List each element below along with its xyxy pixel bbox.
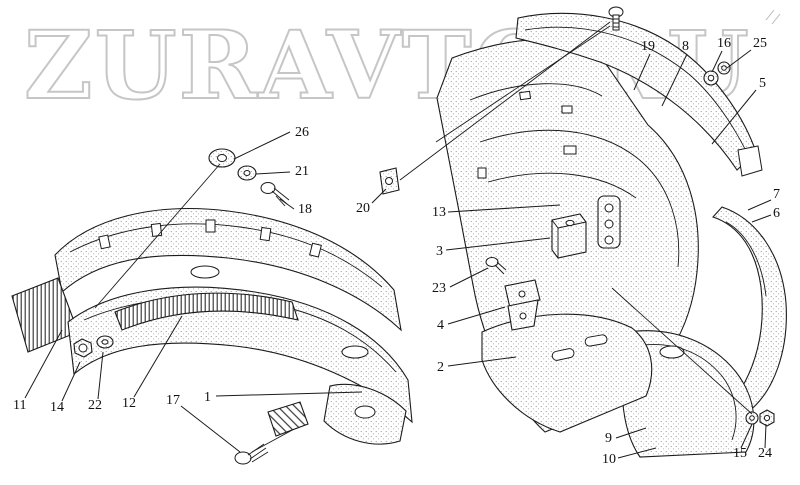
callout-label-10: 10 (602, 452, 616, 467)
spring-washer-21 (237, 165, 257, 181)
callout-label-4: 4 (437, 318, 444, 333)
leader-line-14 (61, 361, 81, 402)
callout-label-11: 11 (13, 398, 26, 413)
reinforcement-beam (515, 12, 763, 177)
leader-line-4 (447, 306, 506, 325)
leader-line-11 (24, 329, 63, 399)
callout-label-1: 1 (204, 390, 211, 405)
rubber-pad (267, 401, 309, 437)
callout-label-24: 24 (758, 446, 772, 461)
callout-layer: 26 21 18 20 13 3 23 4 2 11 14 22 12 17 1 19 8 16 25 5 7 6 9 10 1… (13, 36, 780, 467)
bracket-20 (379, 167, 400, 195)
leader-line-3 (445, 237, 551, 251)
callout-label-14: 14 (50, 400, 64, 415)
callout-label-22: 22 (88, 398, 102, 413)
bracket-4 (504, 279, 541, 331)
leader-line-7 (747, 199, 772, 211)
washer-26 (208, 148, 236, 168)
leader-line-6 (751, 214, 772, 223)
callout-label-9: 9 (605, 431, 612, 446)
leader-line-19 (633, 53, 651, 91)
assembly-line (94, 163, 221, 309)
leader-line-23 (449, 267, 489, 288)
leader-line-13 (447, 204, 561, 213)
leader-line-18 (279, 198, 295, 210)
leader-line-8 (661, 53, 688, 107)
callout-label-3: 3 (436, 244, 443, 259)
callout-label-15: 15 (733, 446, 747, 461)
nut-24 (759, 409, 775, 427)
corrugated-strip (114, 292, 299, 331)
lower-bracket-panel (481, 313, 653, 433)
callout-label-8: 8 (682, 39, 689, 54)
leader-line-15 (740, 423, 753, 449)
mount-plate (597, 195, 621, 249)
leader-line-16 (711, 50, 723, 73)
callout-label-21: 21 (295, 164, 309, 179)
leader-line-22 (97, 351, 104, 400)
leader-line-2 (447, 356, 517, 367)
assembly-line (435, 25, 611, 143)
leader-line-5 (711, 89, 757, 145)
leader-line-24 (764, 423, 767, 449)
washer-22 (96, 335, 114, 349)
washer-15 (745, 411, 759, 425)
bolt-top (608, 6, 624, 31)
leader-line-20 (371, 188, 387, 204)
leader-line-10 (617, 447, 657, 459)
callout-label-25: 25 (753, 36, 767, 51)
nut-14 (73, 338, 93, 358)
washer-25 (717, 61, 731, 75)
callout-label-5: 5 (759, 76, 766, 91)
callout-label-26: 26 (295, 125, 309, 140)
leader-line-26 (233, 131, 291, 160)
callout-label-23: 23 (432, 281, 446, 296)
leader-line-1 (215, 391, 363, 397)
callout-label-12: 12 (122, 396, 136, 411)
washer-16 (703, 70, 719, 86)
callout-label-16: 16 (717, 36, 731, 51)
assembly-line (399, 21, 611, 181)
callout-label-18: 18 (298, 202, 312, 217)
leader-line-21 (255, 171, 291, 175)
leader-line-17 (180, 405, 241, 453)
callout-label-6: 6 (773, 206, 780, 221)
callout-label-13: 13 (432, 205, 446, 220)
bolt-17 (234, 427, 297, 465)
buffer-block-3 (551, 213, 587, 259)
corner-mark (765, 9, 781, 25)
bumper-face-bar-lower (67, 286, 413, 445)
callout-label-19: 19 (641, 39, 655, 54)
leader-line-12 (133, 315, 183, 398)
bolt-23 (485, 257, 507, 275)
bolt-18 (260, 182, 290, 207)
callout-label-7: 7 (773, 187, 780, 202)
callout-label-17: 17 (166, 393, 180, 408)
callout-label-20: 20 (356, 201, 370, 216)
assembly-line (611, 287, 753, 415)
callout-label-2: 2 (437, 360, 444, 375)
leader-line-25 (726, 49, 752, 69)
leader-line-9 (615, 427, 647, 439)
